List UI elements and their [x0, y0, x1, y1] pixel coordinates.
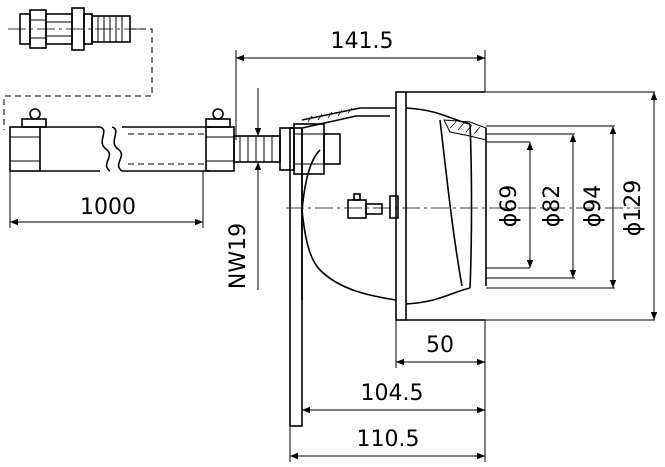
dim-overall-length: 141.5 — [331, 29, 394, 54]
dim-diameter-82: ϕ82 — [540, 185, 565, 228]
hose-connector-detail — [3, 7, 153, 130]
dim-hose-length: 1000 — [80, 195, 136, 220]
dim-diameter-69: ϕ69 — [497, 185, 522, 228]
dim-diameter-129: ϕ129 — [621, 180, 646, 237]
dim-body-length-104: 104.5 — [361, 381, 424, 406]
dim-body-length-110: 110.5 — [357, 427, 420, 452]
hose-assembly — [9, 108, 341, 175]
dimension-lines — [9, 50, 658, 462]
pump-body — [286, 91, 655, 427]
dim-diameter-94: ϕ94 — [581, 185, 606, 228]
dim-flange-depth: 50 — [426, 333, 454, 358]
dim-hose-size: NW19 — [226, 223, 251, 289]
